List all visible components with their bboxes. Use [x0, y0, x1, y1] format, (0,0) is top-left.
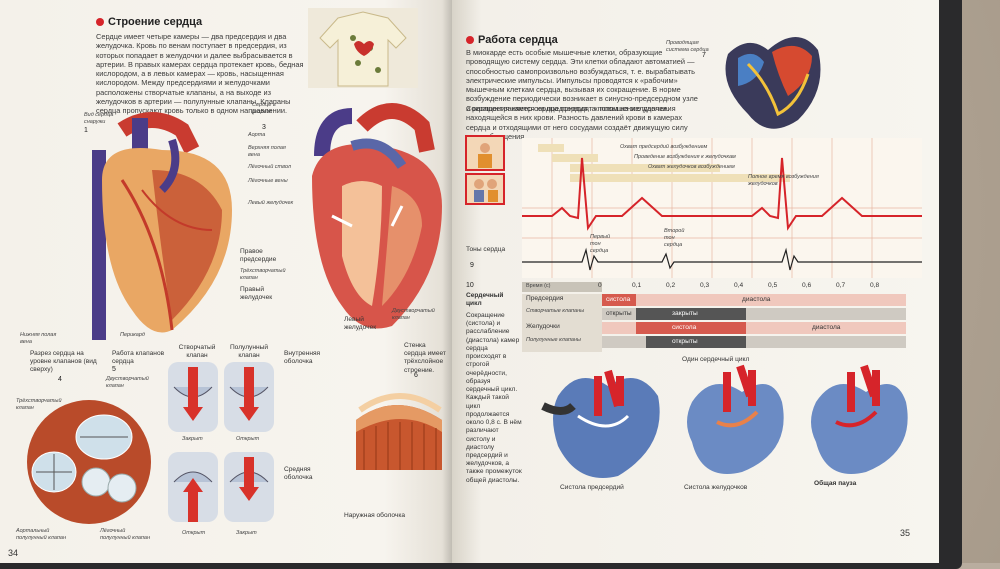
- phase-heart-atrial-systole: [541, 369, 660, 478]
- label-aortic-valve: Аортальный полулунный клапан: [16, 528, 66, 541]
- phase-atrial-systole: Систола предсердий: [560, 484, 624, 491]
- phase-heart-general-pause: [811, 364, 908, 474]
- label-tricuspid-valve: Трёхстворчатый клапан: [240, 268, 286, 281]
- left-intro: Сердце имеет четыре камеры — два предсер…: [96, 32, 304, 115]
- heart-wall-illustration: [356, 393, 442, 470]
- label-pericardium: Перикард: [120, 332, 145, 338]
- conduction-system-illustration: [725, 37, 821, 129]
- tick-0: 0: [598, 282, 602, 289]
- label-inferior-vena-cava: Нижняя полая вена: [20, 332, 57, 345]
- fig7-label: Проводящая система сердца: [666, 40, 709, 53]
- row-semilunar-valves: Полулунные клапаны: [526, 337, 581, 343]
- heart-section-illustration: [312, 103, 442, 329]
- ecg-bar-label-2: Проведение возбуждения к желудочкам: [634, 154, 736, 160]
- label-right-atrium: Правое предсердие: [240, 248, 277, 264]
- tick-7: 0,7: [836, 282, 846, 289]
- row-av-valves: Створчатые клапаны: [526, 308, 585, 314]
- fig6-number: 6: [414, 372, 418, 379]
- tick-6: 0,6: [802, 282, 812, 289]
- fig4-number: 4: [58, 376, 62, 383]
- fig4-label: Разрез сердца на уровне клапанов (вид св…: [30, 350, 97, 374]
- tick-4: 0,4: [734, 282, 744, 289]
- phase-heart-ventricular-systole: [687, 364, 784, 474]
- fig1-label: Вид сердца снаружи: [84, 112, 114, 125]
- label-right-ventricle: Правый желудочек: [240, 286, 273, 302]
- time-label: Время (с): [526, 283, 551, 289]
- seg-av-closed: закрыты: [672, 310, 698, 317]
- heart-sounds-number: 9: [470, 262, 474, 269]
- ecg-bar-label-1: Охват предсердий возбуждением: [620, 144, 708, 150]
- valve-head-atrioventricular: Створчатый клапан: [178, 344, 216, 360]
- label-tricuspid-top: Трёхстворчатый клапан: [16, 398, 62, 411]
- heart-exterior-illustration: [92, 112, 232, 340]
- valves-top-view-illustration: [27, 400, 151, 524]
- phase-ventricular-systole: Систола желудочков: [684, 484, 748, 491]
- left-page: Строение сердца Сердце имеет четыре каме…: [0, 0, 452, 563]
- valve-head-semilunar: Полулунный клапан: [229, 344, 269, 360]
- ecg-bar-label-3: Охват желудочков возбуждением: [648, 164, 735, 170]
- label-pulmonary-veins: Лёгочные вены: [248, 178, 288, 184]
- state-open-2: Открыт: [182, 530, 206, 536]
- cardiac-cycle-table: Время (с) 0 0,1 0,2 0,3 0,4 0,5 0,6 0,7 …: [522, 282, 922, 354]
- fig2-label: Сердце в разрезе: [252, 102, 276, 115]
- fig1-number: 1: [84, 127, 88, 134]
- valve-operation-illustration: [168, 362, 274, 522]
- seg-semilunar-open: открыты: [672, 338, 698, 345]
- one-cycle-label: Один сердечный цикл: [682, 356, 750, 363]
- right-intro: В миокарде есть особые мышечные клетки, …: [466, 48, 698, 113]
- tick-8: 0,8: [870, 282, 880, 289]
- wall-structure-text: Стенка сердца имеет трёхслойное строение…: [404, 342, 446, 374]
- ecg-bar-label-4: Полное время возбуждения желудочков: [748, 174, 819, 187]
- cycle-number: 10: [466, 282, 474, 289]
- fig5-number: 5: [112, 366, 116, 373]
- row-atria: Предсердия: [526, 295, 564, 302]
- fig7-number: 7: [702, 52, 706, 59]
- cycle-text: Сокращение (систола) и расслабление (диа…: [466, 312, 522, 484]
- right-page-number: 35: [900, 528, 911, 538]
- cycle-title: Сердечный цикл: [466, 292, 504, 308]
- fig2-number: 3: [262, 124, 266, 131]
- tick-3: 0,3: [700, 282, 710, 289]
- label-pulmonary-trunk: Лёгочный ствол: [248, 164, 291, 170]
- state-closed-1: Закрыт: [182, 436, 203, 442]
- seg-av-open: открыты: [606, 310, 632, 317]
- label-bicuspid-top: Двустворчатый клапан: [106, 376, 149, 389]
- second-tone-label: Второй тон сердца: [664, 228, 685, 248]
- state-closed-2: Закрыт: [236, 530, 257, 536]
- seg-ventricle-systole: систола: [672, 324, 697, 331]
- left-page-number: 34: [8, 548, 19, 558]
- right-page: Работа сердца В миокарде есть особые мыш…: [452, 0, 939, 563]
- phase-general-pause: Общая пауза: [814, 480, 857, 487]
- ecg-icon-illustration: [465, 135, 505, 205]
- label-pulmonary-valve: Лёгочный полулунный клапан: [100, 528, 150, 541]
- time-header: [522, 282, 602, 292]
- fig5-label: Работа клапанов сердца: [112, 350, 165, 366]
- tick-1: 0,1: [632, 282, 642, 289]
- seg-atria-systole: систола: [606, 296, 631, 303]
- label-left-ventricle: Левый желудочек: [248, 200, 294, 206]
- seg-atria-diastole: диастола: [742, 296, 771, 303]
- heart-sounds-title: Тоны сердца: [466, 246, 506, 253]
- label-superior-vena-cava: Верхняя полая вена: [248, 145, 286, 158]
- first-tone-label: Первый тон сердца: [590, 234, 611, 254]
- label-bicuspid-valve: Двустворчатый клапан: [392, 308, 435, 321]
- label-left-ventricle-bottom: Левый желудочек: [344, 316, 377, 332]
- right-heading: Работа сердца: [466, 34, 558, 48]
- tick-2: 0,2: [666, 282, 676, 289]
- outer-layer-title: Наружная оболочка: [344, 512, 406, 519]
- label-aorta: Аорта: [248, 132, 266, 138]
- seg-ventricle-diastole: диастола: [812, 324, 841, 331]
- state-open-1: Открыт: [236, 436, 260, 442]
- middle-layer-title: Средняя оболочка: [284, 466, 313, 482]
- ecg-chart: [522, 138, 922, 278]
- shirt-illustration: [308, 8, 418, 88]
- tick-5: 0,5: [768, 282, 778, 289]
- left-heading: Строение сердца: [96, 16, 202, 30]
- inner-layer-title: Внутренняя оболочка: [284, 350, 321, 366]
- row-ventricles: Желудочки: [526, 323, 560, 330]
- open-book: Строение сердца Сердце имеет четыре каме…: [0, 0, 962, 569]
